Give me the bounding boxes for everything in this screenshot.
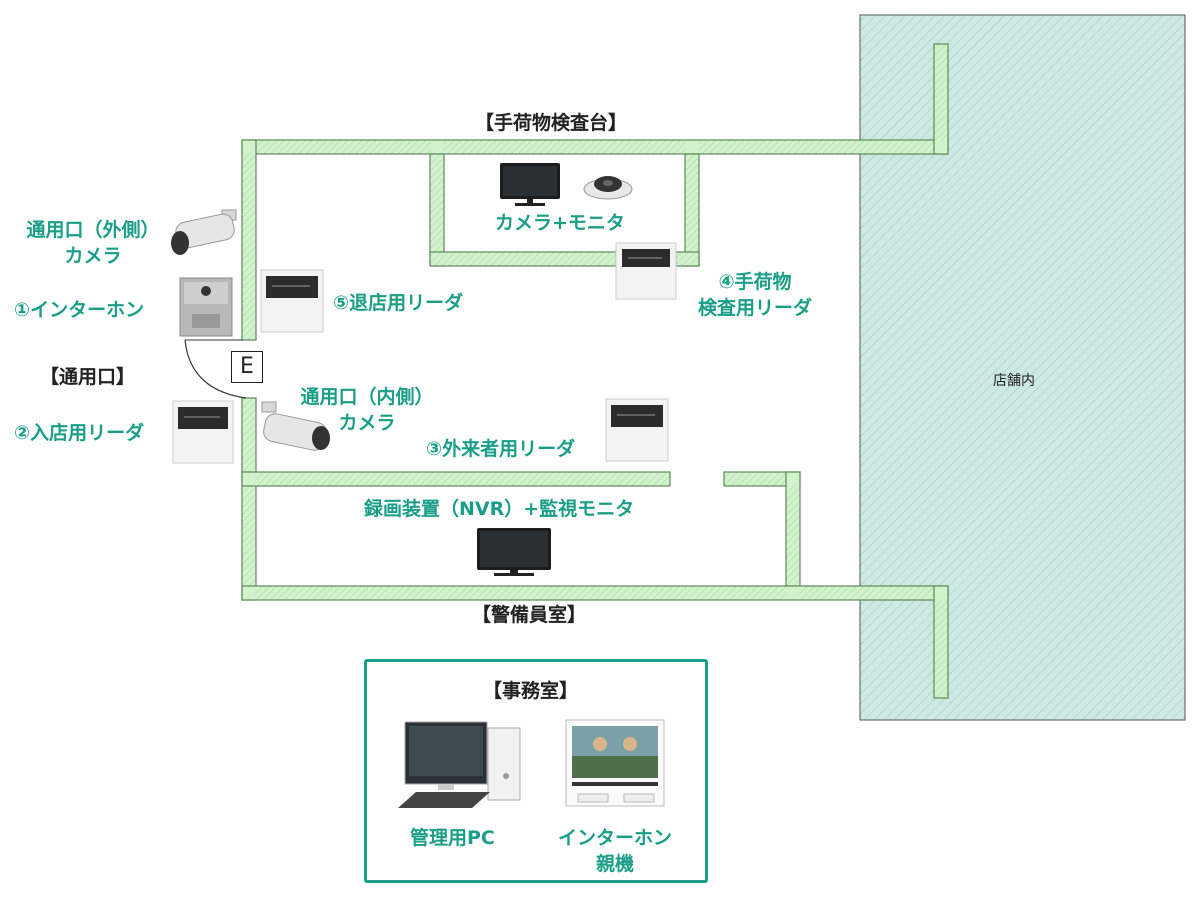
service-entrance-title: 【通用口】 <box>40 366 136 388</box>
wall-desk-left <box>429 153 445 267</box>
outer-camera-line2: カメラ <box>64 245 122 267</box>
reader4-label: ④手荷物 検査用リーダ <box>680 269 830 321</box>
intercom-door-station-icon <box>179 277 233 337</box>
bullet-camera-icon <box>171 209 237 255</box>
store-interior-area <box>859 14 1186 721</box>
mgmt-pc-label: 管理用PC <box>410 827 495 849</box>
wall-desk-bottom <box>429 251 617 267</box>
wall-guard-top-left <box>241 471 671 487</box>
dome-camera-icon <box>583 176 633 200</box>
wall-top <box>241 139 949 155</box>
outer-camera-label: 通用口（外側） カメラ <box>18 217 168 269</box>
visitor-reader-label: ③外来者用リーダ <box>426 438 576 460</box>
guard-room-title: 【警備員室】 <box>472 604 587 626</box>
wall-left-upper <box>241 139 257 341</box>
intercom1-label: ①インターホン <box>14 299 145 321</box>
office-title: 【事務室】 <box>483 680 579 702</box>
wall-left-lower <box>241 397 257 601</box>
intercom-master-line1: インターホン <box>557 827 672 849</box>
walls <box>241 43 949 699</box>
door-marker-e: E <box>231 351 263 383</box>
monitor-icon <box>500 163 560 206</box>
card-reader-icon <box>172 400 234 464</box>
inner-camera-line2: カメラ <box>338 412 396 434</box>
bullet-camera-icon <box>261 401 330 451</box>
monitor-icon <box>477 528 551 576</box>
outer-camera-line1: 通用口（外側） <box>26 219 160 241</box>
reader4-line1: ④手荷物 <box>718 271 792 293</box>
intercom-master-label: インターホン 親機 <box>545 825 685 877</box>
nvr-monitor-label: 録画装置（NVR）+監視モニタ <box>364 498 635 520</box>
baggage-desk-title: 【手荷物検査台】 <box>475 112 628 134</box>
desktop-pc-icon <box>398 721 521 808</box>
wall-right-top <box>933 43 949 155</box>
wall-bottom <box>241 585 949 601</box>
door-swing <box>184 339 247 399</box>
intercom-master-line2: 親機 <box>595 853 634 875</box>
card-reader-icon <box>615 242 677 300</box>
wall-desk-bottom-right <box>675 251 700 267</box>
store-interior-label: 店舗内 <box>993 373 1035 389</box>
wall-right-bottom <box>933 585 949 699</box>
reader5-label: ⑤退店用リーダ <box>333 292 464 314</box>
camera-monitor-label: カメラ+モニタ <box>495 212 625 234</box>
reader4-line2: 検査用リーダ <box>697 297 812 319</box>
inner-camera-line1: 通用口（内側） <box>300 386 434 408</box>
card-reader-icon <box>260 269 324 333</box>
wall-desk-right <box>684 153 700 267</box>
inner-camera-label: 通用口（内側） カメラ <box>292 384 442 436</box>
entry-reader-label: ②入店用リーダ <box>14 422 145 444</box>
card-reader-icon <box>605 398 669 462</box>
intercom-master-unit-icon <box>565 719 665 807</box>
office-box <box>364 659 708 883</box>
wall-guard-right <box>785 471 801 587</box>
